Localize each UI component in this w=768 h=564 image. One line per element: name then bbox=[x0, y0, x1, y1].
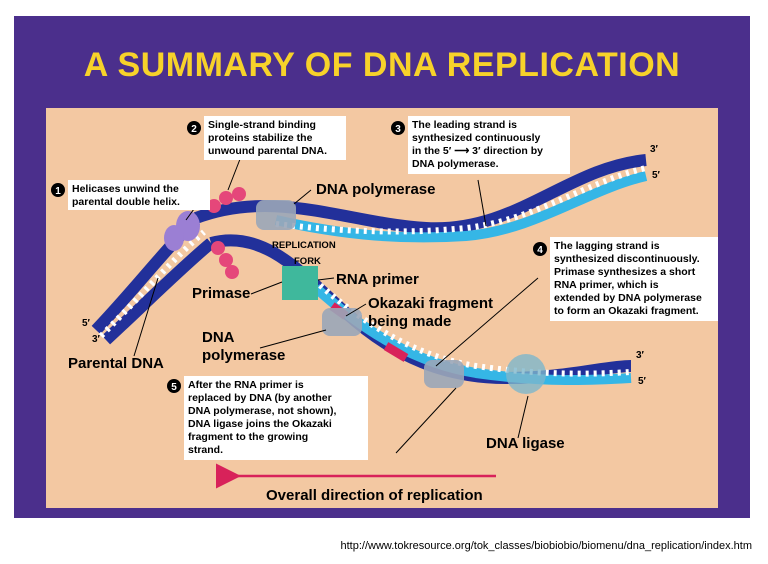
label-parental-dna: Parental DNA bbox=[68, 355, 164, 372]
dna-polymerase-lagging-2 bbox=[424, 360, 464, 388]
step-4-line-5: extended by DNA polymerase bbox=[554, 292, 702, 304]
label-primase: Primase bbox=[192, 285, 250, 302]
step-3-line-2: synthesized continuously bbox=[412, 132, 541, 144]
step-number-5: 5 bbox=[171, 382, 177, 393]
leader-lines bbox=[133, 153, 539, 454]
ssb-protein-4 bbox=[211, 241, 225, 255]
step-4-line-3: Primase synthesizes a short bbox=[554, 266, 696, 278]
label-dna-polymerase-top: DNA polymerase bbox=[316, 181, 436, 198]
step-number-4: 4 bbox=[537, 245, 543, 256]
replication-diagram: 3′ 5′ 5′ 3′ 3′ 5′ DNA polymerase REPLICA… bbox=[51, 116, 718, 504]
ssb-protein-5 bbox=[219, 253, 233, 267]
label-okazaki-1: Okazaki fragment bbox=[368, 295, 493, 312]
step-5-line-4: DNA ligase joins the Okazaki bbox=[188, 418, 332, 430]
step-5-line-3: DNA polymerase, not shown), bbox=[188, 405, 336, 417]
end-5-bottom: 5′ bbox=[638, 376, 647, 387]
step-2-line-1: Single-strand binding bbox=[208, 119, 316, 131]
step-4-line-1: The lagging strand is bbox=[554, 240, 660, 252]
step-1-line-2: parental double helix. bbox=[72, 196, 180, 208]
end-3-top: 3′ bbox=[650, 144, 659, 155]
step-number-2: 2 bbox=[191, 124, 197, 135]
dna-ligase-protein bbox=[506, 354, 546, 394]
ssb-protein-2 bbox=[219, 191, 233, 205]
step-5-line-5: fragment to the growing bbox=[188, 431, 308, 443]
step-5-line-1: After the RNA primer is bbox=[188, 379, 304, 391]
ssb-protein-3 bbox=[232, 187, 246, 201]
ssb-protein-6 bbox=[225, 265, 239, 279]
top-new-strand bbox=[274, 171, 648, 243]
step-box-2: 2 Single-strand binding proteins stabili… bbox=[187, 116, 346, 160]
label-dna-ligase: DNA ligase bbox=[486, 435, 565, 452]
parental-rungs bbox=[98, 229, 206, 339]
step-box-3: 3 The leading strand is synthesized cont… bbox=[391, 116, 570, 174]
end-3-left: 3′ bbox=[92, 334, 101, 345]
step-number-1: 1 bbox=[55, 186, 61, 197]
diagram-panel: 3′ 5′ 5′ 3′ 3′ 5′ DNA polymerase REPLICA… bbox=[46, 108, 718, 508]
primase-block bbox=[282, 266, 318, 300]
step-1-line-1: Helicases unwind the bbox=[72, 183, 179, 195]
label-replication-fork-2: FORK bbox=[294, 256, 321, 267]
rna-primer-segment-2 bbox=[383, 342, 409, 362]
page-title: A SUMMARY OF DNA REPLICATION bbox=[83, 46, 681, 84]
helicase-protein-2 bbox=[164, 225, 184, 251]
step-5-line-6: strand. bbox=[188, 444, 223, 456]
slide: A SUMMARY OF DNA REPLICATION bbox=[14, 16, 750, 518]
end-5-top: 5′ bbox=[652, 170, 661, 181]
step-4-line-6: to form an Okazaki fragment. bbox=[554, 305, 699, 317]
step-box-4: 4 The lagging strand is synthesized disc… bbox=[533, 237, 718, 321]
ssb-protein bbox=[207, 199, 221, 213]
end-3-bottom: 3′ bbox=[636, 350, 645, 361]
step-number-3: 3 bbox=[395, 124, 401, 135]
step-4-line-4: RNA primer, which is bbox=[554, 279, 659, 291]
end-5-left: 5′ bbox=[82, 318, 91, 329]
dna-polymerase-lagging bbox=[322, 308, 362, 336]
label-rna-primer: RNA primer bbox=[336, 271, 419, 288]
step-3-line-1: The leading strand is bbox=[412, 119, 517, 131]
step-box-1: 1 Helicases unwind the parental double h… bbox=[51, 180, 210, 210]
source-url: http://www.tokresource.org/tok_classes/b… bbox=[340, 540, 752, 552]
label-overall-direction: Overall direction of replication bbox=[266, 487, 483, 504]
label-dna-poly-2: polymerase bbox=[202, 347, 285, 364]
step-3-line-3: in the 5′ ⟶ 3′ direction by bbox=[412, 145, 543, 157]
step-4-line-2: synthesized discontinuously. bbox=[554, 253, 700, 265]
step-box-5: 5 After the RNA primer is replaced by DN… bbox=[167, 376, 368, 460]
label-okazaki-2: being made bbox=[368, 313, 451, 330]
step-3-line-4: DNA polymerase. bbox=[412, 158, 499, 170]
label-replication-fork-1: REPLICATION bbox=[272, 240, 336, 251]
step-2-line-3: unwound parental DNA. bbox=[208, 145, 327, 157]
parental-strand-b bbox=[101, 238, 215, 345]
dna-polymerase-top bbox=[256, 200, 296, 230]
step-2-line-2: proteins stabilize the bbox=[208, 132, 313, 144]
label-dna-poly-1: DNA bbox=[202, 329, 235, 346]
step-5-line-2: replaced by DNA (by another bbox=[188, 392, 332, 404]
